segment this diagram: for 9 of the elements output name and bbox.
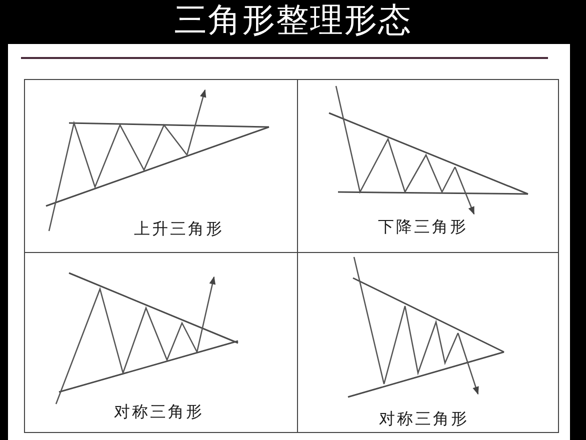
pattern-caption: 对称三角形 — [379, 411, 469, 429]
pattern-caption: 下降三角形 — [378, 219, 468, 237]
pattern-panel — [24, 252, 298, 433]
pattern-caption: 对称三角形 — [114, 404, 204, 422]
page-title: 三角形整理形态 — [174, 2, 412, 41]
pattern-panel — [297, 252, 559, 433]
pattern-panel — [24, 79, 298, 253]
pattern-caption: 上升三角形 — [134, 221, 224, 239]
pattern-panel — [297, 79, 559, 253]
